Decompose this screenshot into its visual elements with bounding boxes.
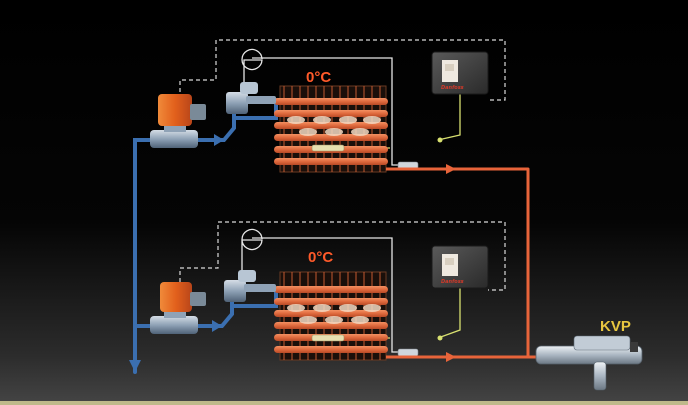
evaporator-coil-lower [274, 271, 388, 361]
kvp-label: KVP [600, 318, 631, 335]
temperature-label-upper: 0°C [306, 69, 331, 86]
evaporator-coil-upper [274, 85, 388, 173]
sensor-probe [437, 335, 443, 341]
solenoid-valve-lower [150, 282, 206, 334]
temperature-sensor-lower [311, 334, 345, 342]
expansion-valve-upper [226, 82, 276, 114]
controller-brand-upper: Danfoss [441, 85, 464, 91]
controller-upper [431, 51, 489, 95]
liquid-flow-arrow [129, 360, 141, 372]
expansion-valve-lower [224, 270, 276, 302]
control-wiring [179, 39, 506, 291]
suction-line [386, 167, 540, 359]
controller-lower [431, 245, 489, 289]
expansion-bulb-lower [397, 348, 419, 357]
kvp-valve [535, 335, 643, 391]
temperature-label-lower: 0°C [308, 249, 333, 266]
temperature-sensor-upper [311, 144, 345, 152]
controller-brand-lower: Danfoss [441, 279, 464, 285]
bottom-divider [0, 401, 688, 405]
sensor-probe [437, 137, 443, 143]
suction-flow-arrow [446, 164, 456, 174]
liquid-line [133, 98, 278, 374]
suction-flow-arrow [446, 352, 456, 362]
liquid-flow-arrow [214, 134, 224, 146]
liquid-flow-arrow [212, 320, 222, 332]
solenoid-valve-upper [150, 94, 206, 148]
